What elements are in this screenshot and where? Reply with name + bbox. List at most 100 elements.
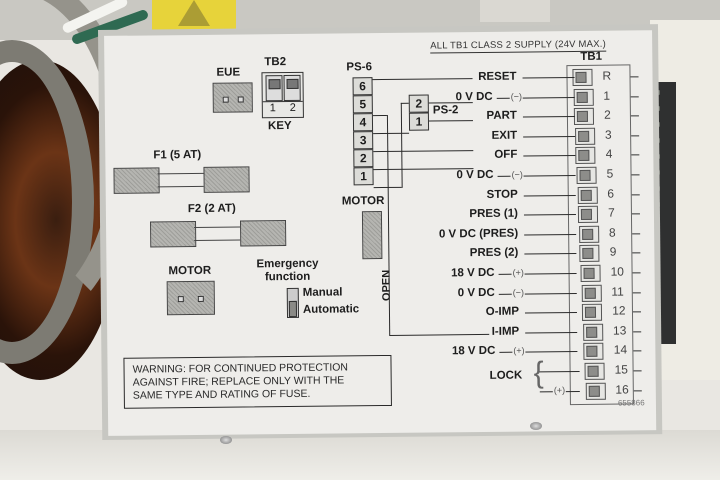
fuse-f2-label: F2 (2 AT) <box>187 202 236 216</box>
polarity-marker: (−) <box>509 91 524 102</box>
tb1-terminal-9 <box>579 245 600 263</box>
tb1-terminal-R <box>572 68 593 87</box>
polarity-marker: (+) <box>511 267 525 278</box>
screw <box>220 436 232 444</box>
tb1-terminal-4 <box>575 147 596 165</box>
motor-center-label: MOTOR <box>341 195 385 208</box>
tb1-number: 5 <box>606 166 614 181</box>
tb1-number: 4 <box>605 147 613 162</box>
tb1-signal-label: I-IMP <box>491 325 520 338</box>
fuse-warning-box: WARNING: FOR CONTINUED PROTECTION AGAINS… <box>123 354 392 409</box>
tb1-terminal-14 <box>583 343 604 361</box>
tb1-terminal-16 <box>585 382 606 400</box>
ps2-label: PS-2 <box>432 104 459 117</box>
tb1-number: 15 <box>614 362 629 377</box>
tb1-number: 12 <box>612 303 626 318</box>
ps6-pin-2: 2 <box>353 149 374 168</box>
tb1-signal-label: 18 V DC <box>451 345 496 358</box>
automatic-option-label: Automatic <box>302 303 360 316</box>
tb1-signal-label: RESET <box>478 70 517 84</box>
tb1-signal-label: 18 V DC <box>451 266 495 280</box>
tb1-number: 9 <box>609 244 617 260</box>
tb1-signal-label: PRES (2) <box>469 247 519 260</box>
ps6-pin-4: 4 <box>352 113 374 132</box>
tb1-terminal-13 <box>582 323 604 341</box>
tb1-signal-label: 0 V DC <box>457 286 495 299</box>
tb1-signal-label: OFF <box>494 149 518 162</box>
fuse-f1-label: F1 (5 AT) <box>153 148 202 162</box>
tb1-signal-label: EXIT <box>491 129 518 142</box>
ps2-pin-1: 1 <box>408 112 430 131</box>
tb1-number: 8 <box>608 225 616 240</box>
tb1-signal-label: STOP <box>486 188 518 201</box>
emergency-function-label: Emergency function <box>256 257 319 284</box>
background-tag <box>480 0 550 22</box>
tb1-number: 11 <box>611 284 624 299</box>
tb2-pin-1: 1 <box>269 102 276 115</box>
screw <box>530 422 542 430</box>
tb2-pin-2: 2 <box>289 101 296 114</box>
tb1-number: R <box>602 68 612 83</box>
fuse-f2 <box>150 220 287 248</box>
tb1-label: TB1 <box>580 50 603 63</box>
tb1-terminal-12 <box>582 303 603 322</box>
tb1-number: 10 <box>610 264 624 279</box>
tb1-signal-label: PRES (1) <box>469 207 519 221</box>
tb2-label: TB2 <box>264 56 287 69</box>
tb2-terminal-block: 1 2 <box>261 71 304 119</box>
ps6-pin-1: 1 <box>353 167 374 186</box>
ps6-label: PS-6 <box>346 61 373 74</box>
tb1-number: 3 <box>604 127 612 142</box>
tb1-terminal-3 <box>574 127 596 145</box>
tb1-number: 7 <box>608 205 615 220</box>
tb1-terminal-10 <box>580 264 601 282</box>
tb1-signal-label: 0 V DC <box>455 90 493 103</box>
key-label: KEY <box>267 119 292 133</box>
motor-center-connector <box>361 211 383 260</box>
tb1-terminal-15 <box>584 362 605 380</box>
serial-number: 655866 <box>617 398 645 408</box>
polarity-marker: (−) <box>510 169 524 180</box>
tb1-signal-label: 0 V DC (PRES) <box>438 227 519 241</box>
tb1-terminal-6 <box>577 186 598 204</box>
motor-left-label: MOTOR <box>168 264 212 278</box>
manual-option-label: Manual <box>302 286 343 299</box>
label-plate: ALL TB1 CLASS 2 SUPPLY (24V MAX.) EUE TB… <box>98 24 663 440</box>
eue-connector <box>212 82 253 113</box>
tb1-signal-label: PART <box>486 109 517 123</box>
polarity-marker: (−) <box>511 287 526 298</box>
ps2-connector: 2 1 <box>408 94 430 135</box>
motor-connector <box>166 280 215 316</box>
tb1-number: 1 <box>603 88 611 103</box>
tb1-terminal-1 <box>573 88 594 106</box>
polarity-marker: (+) <box>552 384 567 395</box>
wiring-diagram-label: ALL TB1 CLASS 2 SUPPLY (24V MAX.) EUE TB… <box>104 30 657 436</box>
ps6-pin-3: 3 <box>353 131 374 150</box>
wiring-lines <box>104 30 652 336</box>
tb1-terminal-5 <box>576 166 597 184</box>
polarity-marker: (+) <box>512 345 526 357</box>
lock-brace: { <box>533 356 544 390</box>
tb1-number: 6 <box>607 186 615 201</box>
lock-label: LOCK <box>489 369 523 382</box>
tb1-signal-label: 0 V DC <box>456 168 494 182</box>
tb1-number: 14 <box>613 342 628 358</box>
tb1-rows <box>104 30 652 36</box>
tb1-terminal-11 <box>581 284 602 302</box>
ps2-pin-2: 2 <box>408 94 429 113</box>
fuse-f1 <box>113 166 250 194</box>
ps6-pin-6: 6 <box>352 77 373 96</box>
tb1-number: 16 <box>615 382 629 397</box>
tb1-signal-label: O-IMP <box>485 305 520 319</box>
hazard-warning-sticker <box>152 0 236 30</box>
tb1-number: 2 <box>604 107 611 122</box>
tb1-terminal-7 <box>578 205 599 224</box>
ps6-pin-5: 5 <box>352 95 373 114</box>
tb1-terminal-2 <box>574 107 595 126</box>
eue-label: EUE <box>216 66 241 79</box>
emergency-jumper-switch <box>286 287 300 319</box>
tb1-number: 13 <box>612 323 627 338</box>
tb1-terminal-8 <box>578 225 600 243</box>
open-label: OPEN <box>380 269 393 302</box>
